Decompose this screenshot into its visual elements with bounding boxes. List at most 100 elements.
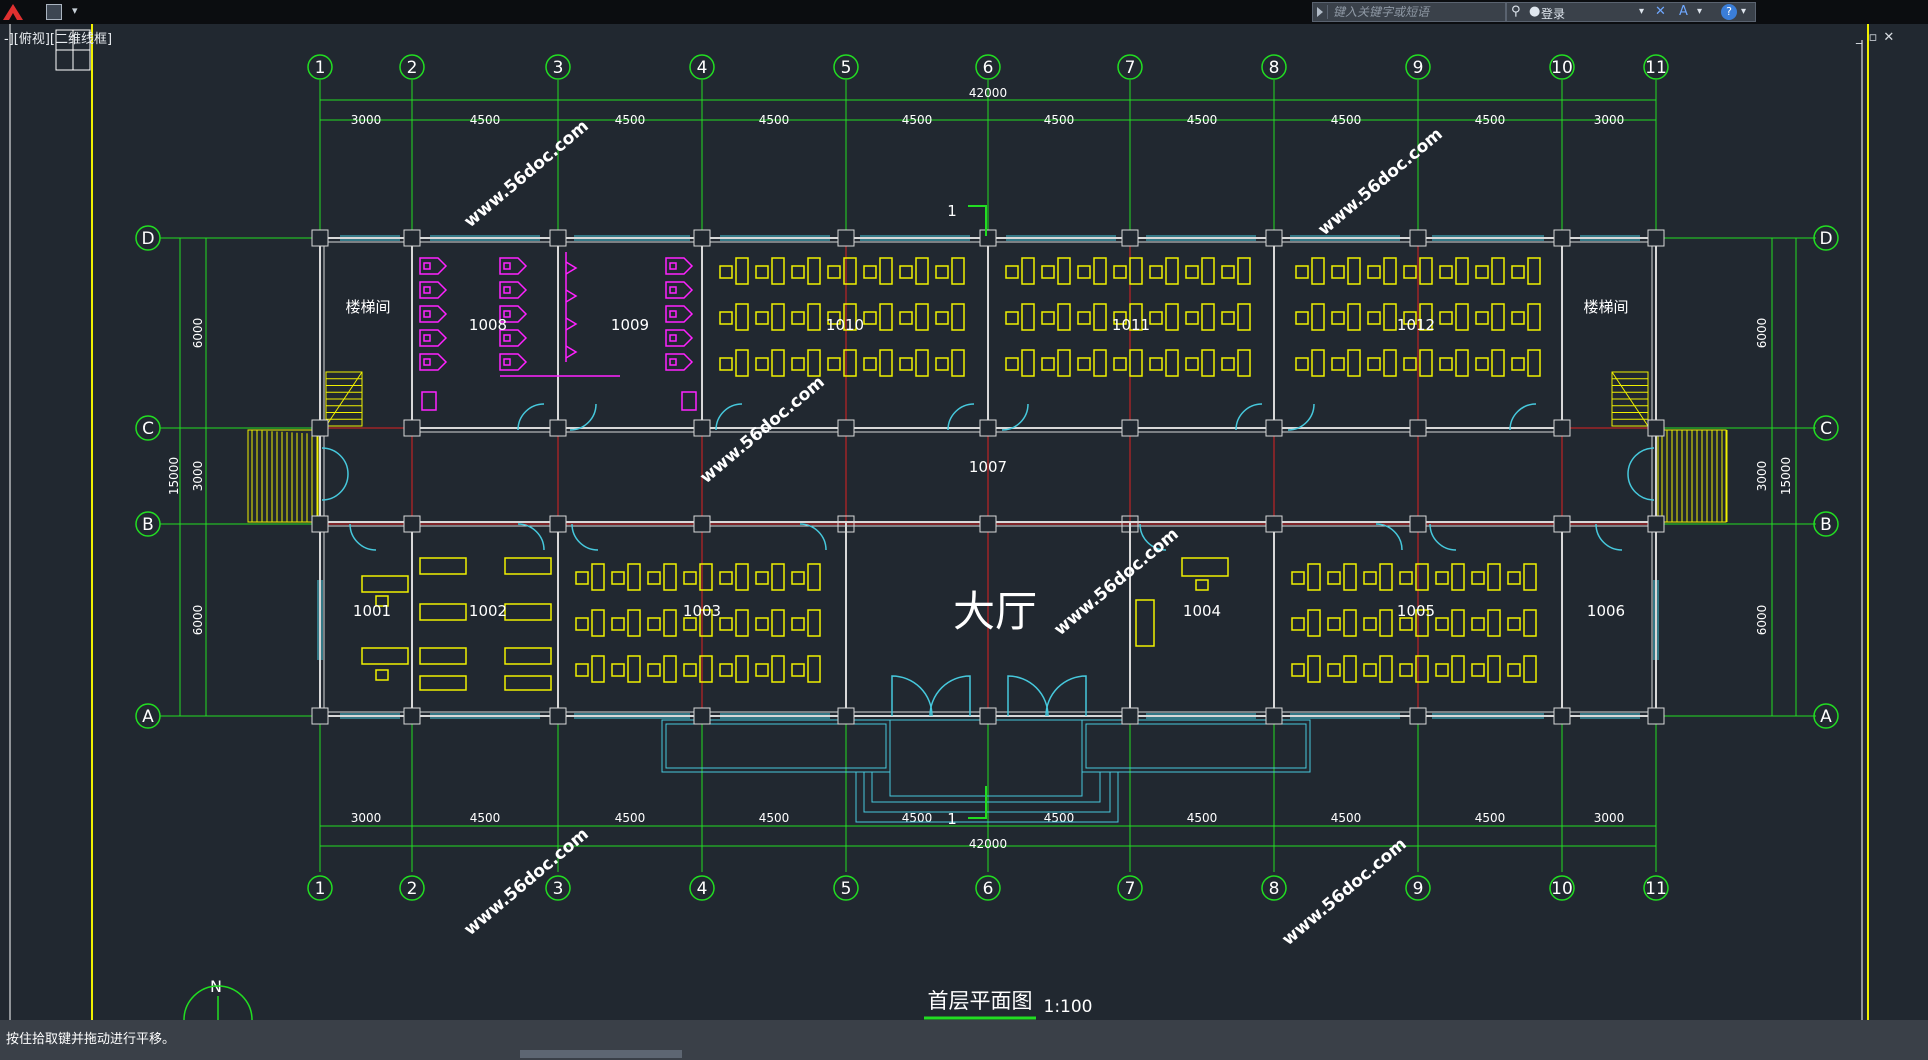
student-chair: [611, 571, 625, 585]
close-icon[interactable]: ✕: [1883, 30, 1901, 45]
student-desk: [879, 349, 893, 377]
watermark-text: www.56doc.com: [696, 372, 828, 488]
student-chair: [791, 311, 805, 325]
search-input[interactable]: 键入关键字或短语: [1312, 2, 1506, 22]
dimension-text: 4500: [1044, 811, 1075, 825]
urinal: [565, 345, 578, 359]
column: [693, 707, 711, 725]
axis-bubble: [1813, 703, 1839, 729]
student-chair: [1471, 617, 1485, 631]
student-desk: [771, 349, 785, 377]
student-desk: [1165, 257, 1179, 285]
student-chair: [575, 617, 589, 631]
toilet-bowl: [503, 310, 511, 318]
axis-label: 5: [841, 58, 852, 78]
student-chair: [1113, 265, 1127, 279]
student-desk: [807, 563, 821, 591]
student-chair: [1113, 311, 1127, 325]
student-chair: [1475, 265, 1489, 279]
student-chair: [1295, 311, 1309, 325]
watermark-text: www.56doc.com: [1314, 124, 1446, 240]
quick-access-dropdown-icon[interactable]: ▾: [72, 4, 78, 17]
classroom-desks: [575, 257, 1541, 683]
room-label-1012: 1012: [1397, 316, 1435, 334]
watermark-text: www.56doc.com: [460, 824, 592, 940]
student-desk: [663, 655, 677, 683]
column: [1121, 707, 1139, 725]
student-chair: [1005, 265, 1019, 279]
drawing-title: 首层平面图: [928, 989, 1033, 1013]
axis-label: D: [1819, 229, 1832, 249]
a360-dropdown-icon[interactable]: ▾: [1697, 6, 1703, 17]
student-chair: [575, 663, 589, 677]
restore-icon[interactable]: ▫: [1868, 30, 1884, 45]
column: [1553, 419, 1571, 437]
walls: [247, 229, 1728, 823]
binoculars-icon[interactable]: ⚲: [1511, 4, 1521, 19]
column: [311, 515, 329, 533]
expand-icon[interactable]: [1317, 7, 1323, 17]
column: [311, 229, 329, 247]
autodesk-a360-icon[interactable]: A: [1679, 4, 1688, 19]
section-mark-bottom: 1: [947, 810, 957, 828]
office-furniture: [361, 557, 1229, 691]
axis-bubble: [975, 875, 1001, 901]
axis-bubble: [307, 875, 333, 901]
dimension-text: 4500: [615, 113, 646, 127]
axis-label: 8: [1269, 58, 1280, 78]
toilet-stall: [499, 353, 528, 371]
axis-bubble: [1813, 225, 1839, 251]
axis-label: B: [142, 515, 154, 535]
axis-bubble: [307, 54, 333, 80]
student-chair: [791, 357, 805, 371]
room-doors: [321, 403, 1655, 551]
login-dropdown-icon[interactable]: ▾: [1639, 6, 1645, 17]
student-chair: [647, 617, 661, 631]
student-chair: [935, 357, 949, 371]
hall-doors: [891, 675, 1087, 717]
axis-label: 1: [315, 879, 326, 899]
axis-label: 4: [697, 58, 708, 78]
dimension-text: 3000: [1594, 811, 1625, 825]
axis-bubble: [1117, 875, 1143, 901]
toilet-bowl: [669, 310, 677, 318]
student-chair: [1507, 571, 1521, 585]
help-button[interactable]: ?: [1721, 4, 1737, 20]
student-desk: [771, 303, 785, 331]
student-chair: [719, 357, 733, 371]
column: [1553, 515, 1571, 533]
student-chair: [1077, 357, 1091, 371]
user-icon[interactable]: ●: [1529, 4, 1541, 19]
student-chair: [935, 311, 949, 325]
horizontal-scrollbar[interactable]: [520, 1050, 682, 1058]
column: [403, 419, 421, 437]
help-dropdown-icon[interactable]: ▾: [1741, 6, 1747, 17]
student-chair: [1221, 265, 1235, 279]
student-desk: [663, 563, 677, 591]
login-button[interactable]: 登录: [1541, 7, 1566, 21]
quick-access-save-icon[interactable]: [46, 4, 62, 20]
column: [1409, 515, 1427, 533]
room-label-1008: 1008: [469, 316, 507, 334]
student-desk: [1311, 349, 1325, 377]
exchange-icon[interactable]: ✕: [1655, 4, 1666, 19]
column: [979, 707, 997, 725]
viewport-controls-label[interactable]: -][俯视][二维线框]: [4, 32, 113, 47]
column: [1647, 229, 1665, 247]
column: [837, 707, 855, 725]
student-desk: [1487, 655, 1501, 683]
student-chair: [1041, 265, 1055, 279]
toilet-bowl: [669, 262, 677, 270]
student-desk: [1523, 609, 1537, 637]
minimize-icon[interactable]: _: [1856, 30, 1869, 45]
student-chair: [1185, 311, 1199, 325]
student-chair: [1221, 357, 1235, 371]
student-desk: [951, 257, 965, 285]
column: [1265, 707, 1283, 725]
student-desk: [627, 563, 641, 591]
column: [1121, 229, 1139, 247]
autocad-logo-icon[interactable]: [2, 2, 24, 22]
drawing-scale: 1:100: [1044, 997, 1093, 1017]
